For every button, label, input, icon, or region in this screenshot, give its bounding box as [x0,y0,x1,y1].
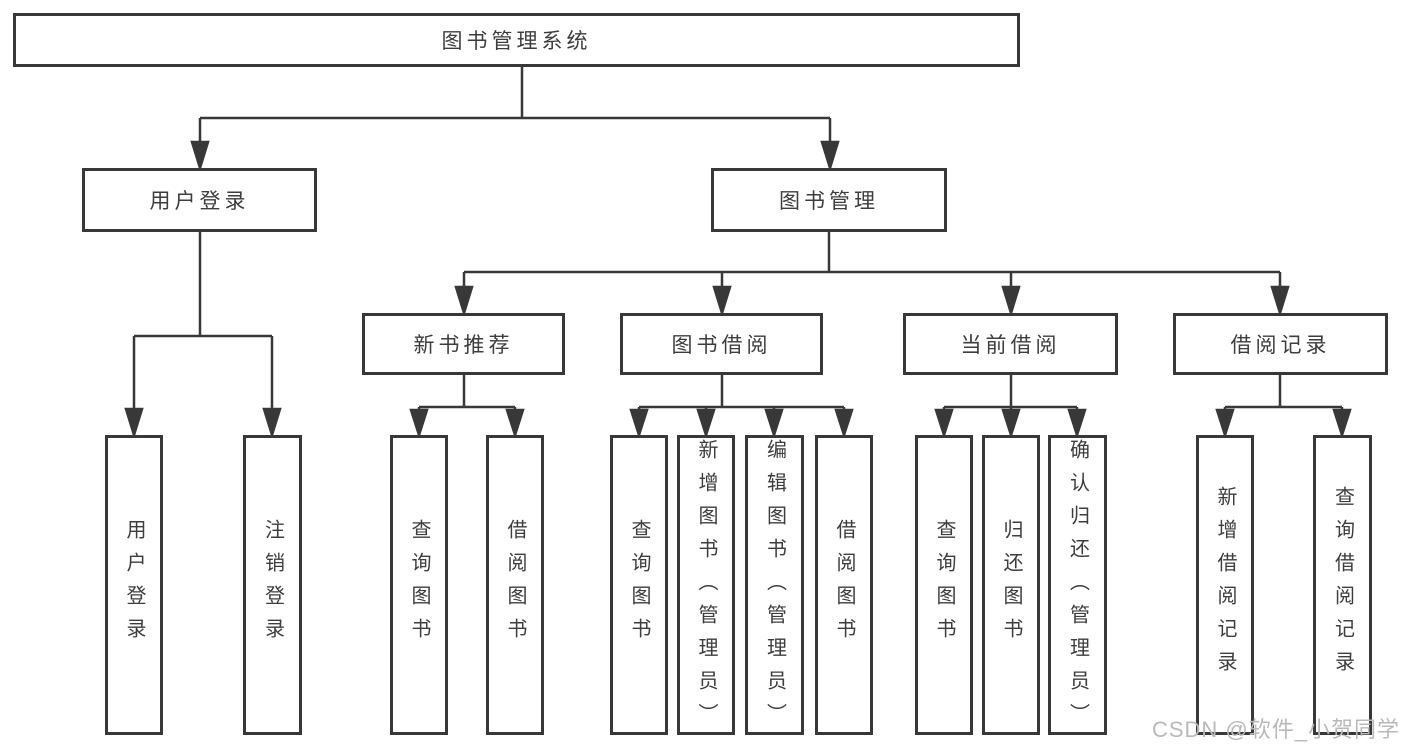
node-new-book-rec-label: 新书推荐 [413,334,514,357]
leaf-edit-books-admin-label: 编辑图书（管理员） [763,439,786,736]
arrowhead-down-icon [934,408,954,440]
leaf-borrow-books-2-label: 借阅图书 [833,519,855,651]
arrowhead-down-icon [820,140,840,173]
leaf-borrow-books-2: 借阅图书 [815,435,873,735]
connector-new-book-rec [409,375,525,440]
arrowhead-down-icon [1067,408,1087,440]
node-user-login: 用户登录 [82,168,317,232]
node-book-borrow: 图书借阅 [620,313,823,375]
leaf-return-books: 归还图书 [982,435,1040,735]
connector-line [942,375,1079,433]
node-borrow-records: 借阅记录 [1173,313,1388,375]
arrowhead-down-icon [409,408,429,440]
leaf-borrow-books-1: 借阅图书 [486,435,544,735]
leaf-add-borrow-record-label: 新增借阅记录 [1214,486,1236,684]
node-current-borrow-label: 当前借阅 [960,334,1061,357]
node-book-mgmt: 图书管理 [711,168,947,232]
connector-borrow-records [1215,375,1352,440]
node-book-borrow-label: 图书借阅 [671,334,772,357]
arrowhead-down-icon [190,140,210,173]
node-root: 图书管理系统 [13,13,1020,67]
arrowhead-down-icon [454,285,474,318]
leaf-user-login: 用户登录 [105,435,163,735]
leaf-edit-books-admin: 编辑图书（管理员） [745,435,804,736]
arrowhead-down-icon [1215,408,1235,440]
connector-line [132,232,274,433]
leaf-add-books-admin-label: 新增图书（管理员） [695,439,717,736]
leaf-add-borrow-record: 新增借阅记录 [1196,435,1254,735]
arrowhead-down-icon [505,408,525,440]
leaf-borrow-books-1-label: 借阅图书 [504,519,526,651]
leaf-logout-label: 注销登录 [261,519,284,651]
leaf-query-books-2: 查询图书 [610,435,668,735]
node-new-book-rec: 新书推荐 [362,313,565,375]
connector-line [198,67,832,166]
arrowhead-down-icon [124,407,144,440]
connector-root [190,67,840,173]
arrowhead-down-icon [834,408,854,440]
arrowhead-down-icon [764,408,784,440]
leaf-query-books-3: 查询图书 [915,435,973,735]
node-current-borrow: 当前借阅 [903,313,1118,375]
arrowhead-down-icon [712,285,732,318]
leaf-add-books-admin: 新增图书（管理员） [677,435,735,736]
node-user-login-label: 用户登录 [149,190,250,213]
arrowhead-down-icon [1001,408,1021,440]
leaf-confirm-return-admin-label: 确认归还（管理员） [1066,439,1089,736]
arrowhead-down-icon [1270,285,1290,318]
arrowhead-down-icon [262,407,282,440]
leaf-query-books-1-label: 查询图书 [408,519,430,651]
node-root-label: 图书管理系统 [441,30,592,53]
connector-current-borrow [934,375,1087,440]
arrowhead-down-icon [696,408,716,440]
leaf-query-borrow-record-label: 查询借阅记录 [1331,486,1354,684]
csdn-watermark: CSDN @软件_小贺同学 [1151,717,1400,742]
connector-line [637,375,846,433]
connector-user-login [124,232,282,440]
node-borrow-records-label: 借阅记录 [1230,334,1331,357]
leaf-user-login-label: 用户登录 [123,519,145,651]
connector-line [1223,375,1344,433]
leaf-confirm-return-admin: 确认归还（管理员） [1048,435,1107,736]
leaf-return-books-label: 归还图书 [1000,519,1022,651]
leaf-query-books-1: 查询图书 [390,435,448,735]
leaf-query-books-2-label: 查询图书 [628,519,650,651]
leaf-query-books-3-label: 查询图书 [933,519,955,651]
arrowhead-down-icon [629,408,649,440]
arrowhead-down-icon [1001,285,1021,318]
node-book-mgmt-label: 图书管理 [779,190,879,213]
connector-book-borrow [629,375,854,440]
connector-line [417,375,517,433]
connector-line [462,232,1282,311]
leaf-query-borrow-record: 查询借阅记录 [1313,435,1372,735]
leaf-logout: 注销登录 [243,435,302,735]
connector-book-mgmt [454,232,1290,318]
arrowhead-down-icon [1332,408,1352,440]
